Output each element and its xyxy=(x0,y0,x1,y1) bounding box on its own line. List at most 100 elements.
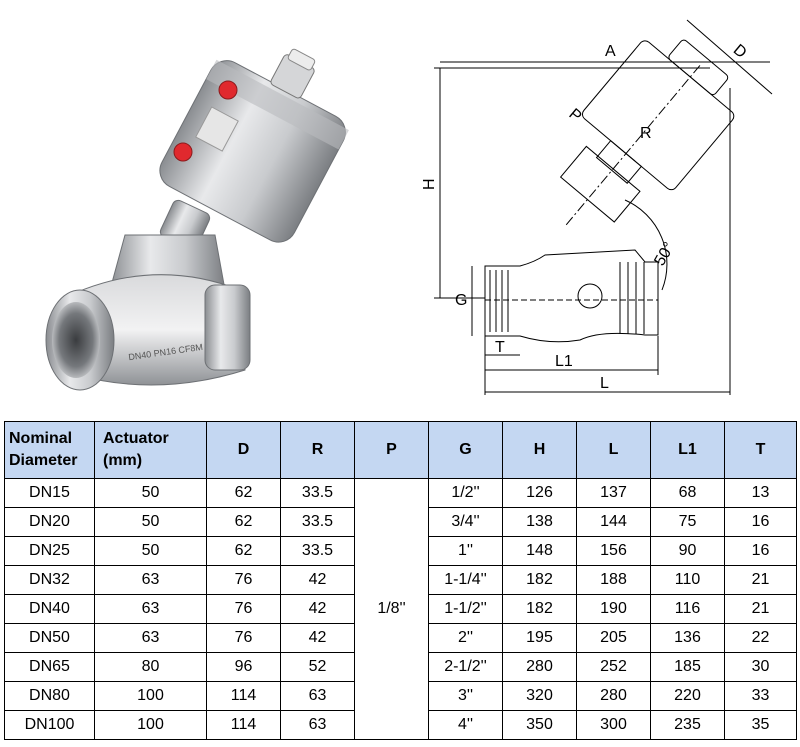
cell-actuator: 63 xyxy=(94,623,207,653)
cell-l1: 90 xyxy=(650,536,725,566)
cell-actuator: 100 xyxy=(94,710,207,740)
cell-dn: DN20 xyxy=(4,507,95,537)
cell-h: 320 xyxy=(502,681,577,711)
header-d: D xyxy=(206,421,281,479)
cell-t: 35 xyxy=(724,710,797,740)
label-r: R xyxy=(640,125,652,142)
cell-d: 76 xyxy=(206,594,281,624)
cell-h: 138 xyxy=(502,507,577,537)
cell-r: 42 xyxy=(280,623,355,653)
cell-l1: 136 xyxy=(650,623,725,653)
cell-l1: 75 xyxy=(650,507,725,537)
cell-t: 13 xyxy=(724,478,797,508)
cell-r: 52 xyxy=(280,652,355,682)
cell-r: 63 xyxy=(280,710,355,740)
label-l: L xyxy=(600,375,609,392)
cell-g: 2'' xyxy=(428,623,503,653)
cell-l1: 116 xyxy=(650,594,725,624)
cell-r: 42 xyxy=(280,594,355,624)
label-t: T xyxy=(495,339,505,356)
cell-l: 137 xyxy=(576,478,651,508)
cell-d: 62 xyxy=(206,478,281,508)
cell-l1: 235 xyxy=(650,710,725,740)
cell-l: 300 xyxy=(576,710,651,740)
cell-t: 22 xyxy=(724,623,797,653)
header-l: L xyxy=(576,421,651,479)
cell-h: 182 xyxy=(502,565,577,595)
cell-l1: 110 xyxy=(650,565,725,595)
cell-t: 21 xyxy=(724,594,797,624)
cell-l: 190 xyxy=(576,594,651,624)
cell-l: 205 xyxy=(576,623,651,653)
cell-h: 350 xyxy=(502,710,577,740)
cell-actuator: 50 xyxy=(94,507,207,537)
cell-l: 252 xyxy=(576,652,651,682)
spec-table: Nominal Diameter Actuator (mm) D R P G H… xyxy=(4,421,797,740)
dimension-drawing: A D P R H G T L1 L 50° xyxy=(400,0,800,420)
cell-g: 1-1/4'' xyxy=(428,565,503,595)
cell-d: 96 xyxy=(206,652,281,682)
cell-dn: DN50 xyxy=(4,623,95,653)
header-l1: L1 xyxy=(650,421,725,479)
label-a: A xyxy=(605,43,616,60)
dimension-svg: A D P R H G T L1 L 50° xyxy=(421,19,773,395)
cell-t: 30 xyxy=(724,652,797,682)
cell-l1: 220 xyxy=(650,681,725,711)
header-nominal-diameter: Nominal Diameter xyxy=(4,421,95,479)
header-g: G xyxy=(428,421,503,479)
cell-actuator: 50 xyxy=(94,478,207,508)
cell-h: 195 xyxy=(502,623,577,653)
header-nominal-line2: Diameter xyxy=(9,452,78,469)
cell-r: 63 xyxy=(280,681,355,711)
cell-dn: DN15 xyxy=(4,478,95,508)
cell-l1: 68 xyxy=(650,478,725,508)
label-g: G xyxy=(455,292,467,309)
table-header-row: Nominal Diameter Actuator (mm) D R P G H… xyxy=(4,421,797,479)
cell-r: 33.5 xyxy=(280,478,355,508)
cell-g: 4'' xyxy=(428,710,503,740)
cell-r: 42 xyxy=(280,565,355,595)
cell-dn: DN25 xyxy=(4,536,95,566)
cell-t: 33 xyxy=(724,681,797,711)
cell-d: 76 xyxy=(206,565,281,595)
cell-t: 16 xyxy=(724,507,797,537)
cell-d: 76 xyxy=(206,623,281,653)
cell-g: 1/2'' xyxy=(428,478,503,508)
header-p: P xyxy=(354,421,429,479)
cell-g: 1-1/2'' xyxy=(428,594,503,624)
cell-l: 188 xyxy=(576,565,651,595)
label-angle: 50° xyxy=(651,239,678,268)
cell-h: 148 xyxy=(502,536,577,566)
cell-d: 114 xyxy=(206,710,281,740)
header-nominal-line1: Nominal xyxy=(9,430,73,447)
cell-g: 3/4'' xyxy=(428,507,503,537)
cell-dn: DN32 xyxy=(4,565,95,595)
cell-l: 156 xyxy=(576,536,651,566)
cell-d: 62 xyxy=(206,536,281,566)
cell-dn: DN40 xyxy=(4,594,95,624)
cell-dn: DN65 xyxy=(4,652,95,682)
cell-t: 16 xyxy=(724,536,797,566)
header-actuator-line2: (mm) xyxy=(103,452,143,469)
cell-actuator: 50 xyxy=(94,536,207,566)
cell-l: 280 xyxy=(576,681,651,711)
label-l1: L1 xyxy=(555,353,573,370)
cell-h: 280 xyxy=(502,652,577,682)
valve-illustration: DN40 PN16 CF8M xyxy=(45,48,349,391)
cell-dn: DN80 xyxy=(4,681,95,711)
cell-g: 3'' xyxy=(428,681,503,711)
cell-actuator: 80 xyxy=(94,652,207,682)
header-r: R xyxy=(280,421,355,479)
cell-actuator: 63 xyxy=(94,594,207,624)
cell-g: 1'' xyxy=(428,536,503,566)
cell-dn: DN100 xyxy=(4,710,95,740)
cell-r: 33.5 xyxy=(280,536,355,566)
cell-h: 126 xyxy=(502,478,577,508)
header-actuator: Actuator (mm) xyxy=(94,421,207,479)
label-d: D xyxy=(730,41,750,61)
